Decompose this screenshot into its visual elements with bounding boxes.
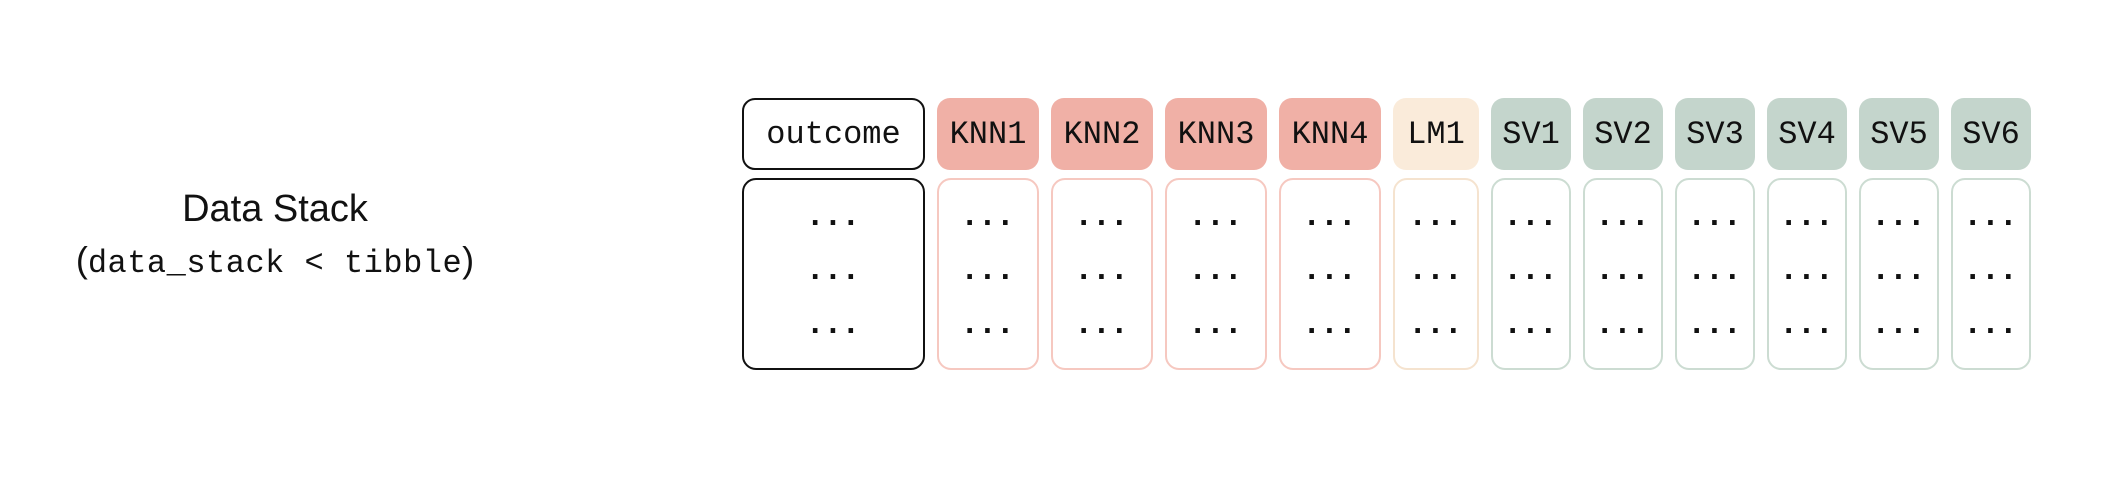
cell-dots: ...: [961, 307, 1015, 340]
column-header-sv3: SV3: [1675, 98, 1755, 170]
column-body-knn2: .........: [1051, 178, 1153, 370]
diagram-subtitle: (data_stack < tibble): [55, 238, 495, 286]
cell-dots: ...: [1872, 307, 1926, 340]
column-header-knn1: KNN1: [937, 98, 1039, 170]
cell-dots: ...: [1504, 199, 1558, 232]
column-body-sv1: .........: [1491, 178, 1571, 370]
cell-dots: ...: [1964, 253, 2018, 286]
data-stack-label-block: Data Stack (data_stack < tibble): [55, 186, 495, 286]
cell-dots: ...: [1303, 307, 1357, 340]
cell-dots: ...: [806, 307, 861, 340]
column-header-sv2: SV2: [1583, 98, 1663, 170]
column-body-knn4: .........: [1279, 178, 1381, 370]
column-header-sv1: SV1: [1491, 98, 1571, 170]
cell-dots: ...: [1780, 199, 1834, 232]
column-body-sv5: .........: [1859, 178, 1939, 370]
column-body-lm1: .........: [1393, 178, 1479, 370]
cell-dots: ...: [1409, 253, 1463, 286]
column-body-knn3: .........: [1165, 178, 1267, 370]
cell-dots: ...: [1189, 253, 1243, 286]
cell-dots: ...: [1504, 307, 1558, 340]
cell-dots: ...: [1303, 253, 1357, 286]
cell-dots: ...: [1303, 199, 1357, 232]
column-body-sv6: .........: [1951, 178, 2031, 370]
data-stack-table: outcome.........KNN1.........KNN2.......…: [742, 98, 2031, 370]
cell-dots: ...: [1409, 199, 1463, 232]
cell-dots: ...: [1688, 253, 1742, 286]
cell-dots: ...: [1596, 307, 1650, 340]
cell-dots: ...: [1075, 307, 1129, 340]
cell-dots: ...: [1780, 307, 1834, 340]
cell-dots: ...: [1409, 307, 1463, 340]
column-header-knn4: KNN4: [1279, 98, 1381, 170]
cell-dots: ...: [1872, 253, 1926, 286]
column-lm1: LM1.........: [1393, 98, 1479, 370]
subtitle-paren-open: (: [75, 239, 88, 280]
subtitle-paren-close: ): [462, 239, 475, 280]
cell-dots: ...: [1688, 307, 1742, 340]
column-sv5: SV5.........: [1859, 98, 1939, 370]
cell-dots: ...: [1596, 253, 1650, 286]
column-header-knn2: KNN2: [1051, 98, 1153, 170]
column-sv2: SV2.........: [1583, 98, 1663, 370]
column-header-sv6: SV6: [1951, 98, 2031, 170]
cell-dots: ...: [961, 199, 1015, 232]
column-knn2: KNN2.........: [1051, 98, 1153, 370]
cell-dots: ...: [1189, 199, 1243, 232]
column-knn1: KNN1.........: [937, 98, 1039, 370]
column-body-outcome: .........: [742, 178, 925, 370]
cell-dots: ...: [1872, 199, 1926, 232]
column-body-sv3: .........: [1675, 178, 1755, 370]
column-knn3: KNN3.........: [1165, 98, 1267, 370]
column-header-sv4: SV4: [1767, 98, 1847, 170]
subtitle-code: data_stack < tibble: [87, 245, 463, 282]
column-sv3: SV3.........: [1675, 98, 1755, 370]
column-knn4: KNN4.........: [1279, 98, 1381, 370]
column-sv4: SV4.........: [1767, 98, 1847, 370]
cell-dots: ...: [1596, 199, 1650, 232]
cell-dots: ...: [1075, 253, 1129, 286]
cell-dots: ...: [1504, 253, 1558, 286]
cell-dots: ...: [1780, 253, 1834, 286]
cell-dots: ...: [1688, 199, 1742, 232]
column-body-sv2: .........: [1583, 178, 1663, 370]
cell-dots: ...: [1075, 199, 1129, 232]
column-header-outcome: outcome: [742, 98, 925, 170]
column-outcome: outcome.........: [742, 98, 925, 370]
column-header-lm1: LM1: [1393, 98, 1479, 170]
cell-dots: ...: [1964, 199, 2018, 232]
column-header-sv5: SV5: [1859, 98, 1939, 170]
column-sv6: SV6.........: [1951, 98, 2031, 370]
column-body-sv4: .........: [1767, 178, 1847, 370]
diagram-title: Data Stack: [182, 188, 368, 230]
cell-dots: ...: [1189, 307, 1243, 340]
column-body-knn1: .........: [937, 178, 1039, 370]
column-header-knn3: KNN3: [1165, 98, 1267, 170]
cell-dots: ...: [1964, 307, 2018, 340]
column-sv1: SV1.........: [1491, 98, 1571, 370]
cell-dots: ...: [961, 253, 1015, 286]
cell-dots: ...: [806, 199, 861, 232]
cell-dots: ...: [806, 253, 861, 286]
